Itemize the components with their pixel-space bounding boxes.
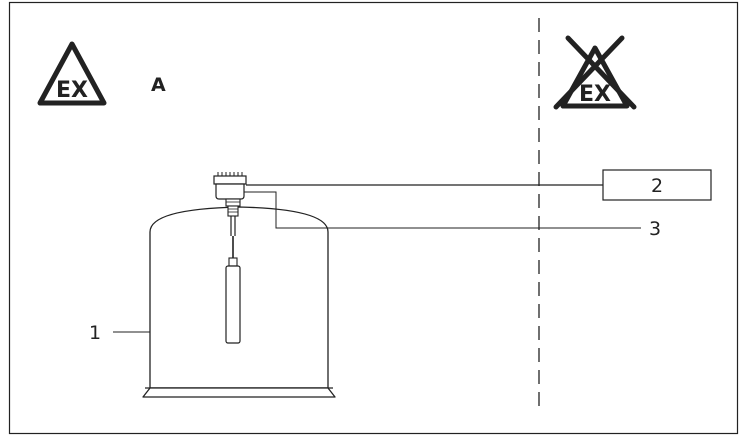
ex-crossed-symbol-text: EX	[579, 82, 611, 107]
evaluation-unit-box	[602, 169, 712, 201]
zone-label: A	[151, 74, 166, 96]
callout-tank: 1	[89, 322, 101, 344]
ex-hazard-icon: EX	[37, 41, 107, 106]
diagram-frame	[8, 1, 739, 435]
ex-hazard-crossed-icon: EX	[553, 35, 637, 110]
ex-symbol-text: EX	[56, 78, 88, 103]
level-sensor	[213, 172, 247, 344]
callout-unit: 2	[651, 175, 663, 197]
callout-leader-cable	[244, 191, 641, 229]
callout-cable: 3	[649, 218, 661, 240]
